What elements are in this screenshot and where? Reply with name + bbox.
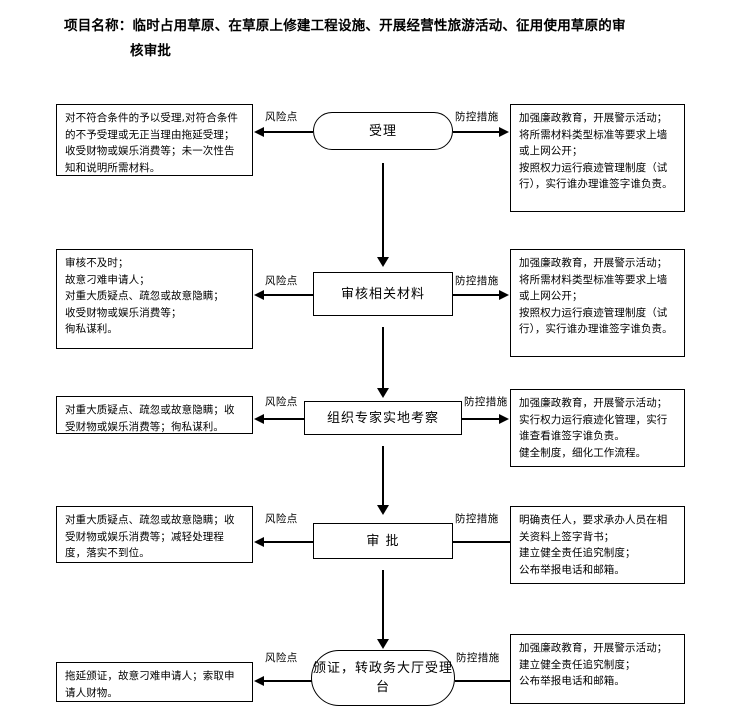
process-node-4[interactable]: 审 批 — [313, 523, 453, 559]
measure-arrow-3 — [462, 414, 509, 424]
risk-box-2: 审核不及时； 故意刁难申请人； 对重大质疑点、疏忽或故意隐瞒； 收受财物或娱乐消… — [56, 249, 253, 349]
flow-arrow-4-to-5 — [377, 570, 389, 649]
measure-label-5: 防控措施 — [456, 652, 500, 664]
flow-arrow-2-to-3 — [377, 327, 389, 398]
flow-arrow-3-to-4 — [377, 446, 389, 515]
measure-arrow-2 — [453, 290, 509, 300]
risk-arrow-3 — [254, 414, 304, 424]
risk-label-4: 风险点 — [265, 513, 298, 525]
flow-arrow-1-to-2 — [377, 163, 389, 267]
risk-box-4: 对重大质疑点、疏忽或故意隐瞒；收受财物或娱乐消费等；减轻处理程度，落实不到位。 — [56, 506, 253, 563]
measure-label-4: 防控措施 — [455, 513, 499, 525]
measure-box-4: 明确责任人，要求承办人员在相关资料上签字背书； 建立健全责任追究制度； 公布举报… — [510, 506, 685, 584]
risk-arrow-4 — [254, 537, 313, 547]
page-title: 项目名称：临时占用草原、在草原上修建工程设施、开展经营性旅游活动、征用使用草原的… — [64, 14, 664, 64]
measure-box-3: 加强廉政教育，开展警示活动； 实行权力运行痕迹化管理，实行谁查看谁签字谁负责。 … — [510, 389, 685, 467]
process-node-2[interactable]: 审核相关材料 — [313, 272, 453, 316]
risk-box-3: 对重大质疑点、疏忽或故意隐瞒；收受财物或娱乐消费等；徇私谋利。 — [56, 396, 253, 434]
risk-arrow-2 — [254, 290, 313, 300]
risk-label-3: 风险点 — [265, 396, 298, 408]
process-node-5[interactable]: 颁证，转政务大厅受理台 — [311, 650, 455, 706]
page-title-line-2: 核审批 — [130, 43, 172, 59]
risk-box-5: 拖延颁证，故意刁难申请人；索取申请人财物。 — [56, 662, 253, 702]
measure-box-2: 加强廉政教育，开展警示活动； 将所需材料类型标准等要求上墙或上网公开； 按照权力… — [510, 249, 685, 357]
risk-label-1: 风险点 — [265, 111, 298, 123]
risk-label-5: 风险点 — [265, 652, 298, 664]
measure-label-3: 防控措施 — [464, 396, 508, 408]
measure-arrow-4 — [453, 541, 510, 543]
page-title-line-1: 项目名称：临时占用草原、在草原上修建工程设施、开展经营性旅游活动、征用使用草原的… — [64, 18, 626, 34]
process-node-1[interactable]: 受理 — [313, 112, 453, 150]
measure-box-5: 加强廉政教育，开展警示活动； 建立健全责任追究制度； 公布举报电话和邮箱。 — [510, 634, 685, 704]
measure-arrow-1 — [453, 127, 509, 137]
measure-label-1: 防控措施 — [455, 111, 499, 123]
risk-arrow-5 — [254, 676, 313, 686]
risk-box-1: 对不符合条件的予以受理,对符合条件的不予受理或无正当理由拖延受理；收受财物或娱乐… — [56, 104, 253, 176]
process-node-3[interactable]: 组织专家实地考察 — [304, 401, 462, 435]
measure-arrow-5 — [455, 680, 510, 682]
measure-label-2: 防控措施 — [455, 275, 499, 287]
measure-box-1: 加强廉政教育，开展警示活动； 将所需材料类型标准等要求上墙或上网公开； 按照权力… — [510, 104, 685, 212]
risk-arrow-1 — [254, 127, 313, 137]
risk-label-2: 风险点 — [265, 275, 298, 287]
